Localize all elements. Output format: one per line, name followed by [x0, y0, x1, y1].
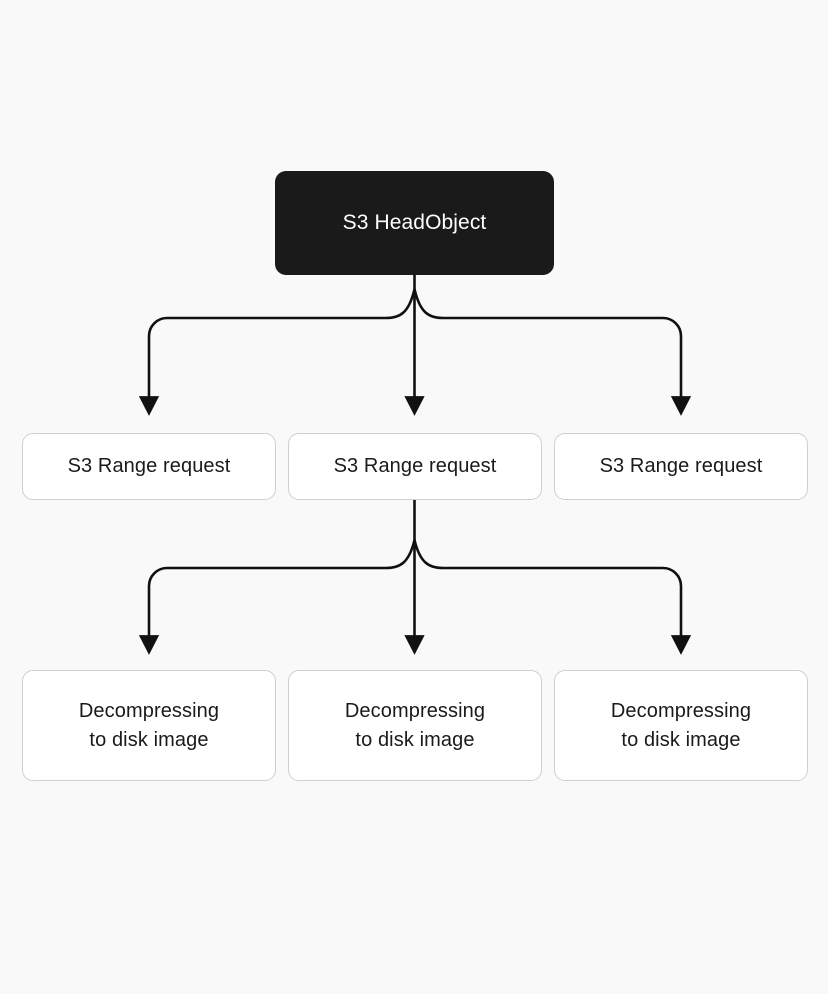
node-s3-range-request-2[interactable]: S3 Range request	[288, 433, 542, 500]
node-label: S3 Range request	[67, 455, 231, 477]
node-decompressing-to-disk-image-3[interactable]: Decompressing to disk image	[554, 670, 808, 781]
node-label: S3 Range request	[333, 455, 497, 477]
node-label: S3 HeadObject	[342, 211, 487, 234]
node-s3-range-request-1[interactable]: S3 Range request	[22, 433, 276, 500]
node-s3-headobject[interactable]: S3 HeadObject	[275, 171, 554, 275]
connector-root-to-range-right	[413, 288, 692, 416]
node-s3-range-request-3[interactable]: S3 Range request	[554, 433, 808, 500]
connectors-root-to-range	[138, 275, 692, 416]
node-decompressing-to-disk-image-1[interactable]: Decompressing to disk image	[22, 670, 276, 781]
node-label: Decompressing to disk image	[344, 699, 486, 751]
node-decompressing-to-disk-image-2[interactable]: Decompressing to disk image	[288, 670, 542, 781]
connector-range-to-decompressing-right	[413, 539, 692, 655]
node-label: S3 Range request	[599, 455, 763, 477]
node-label: Decompressing to disk image	[610, 699, 752, 751]
connectors-range-to-decompressing	[138, 500, 692, 655]
connector-root-to-range-left	[138, 288, 416, 416]
connector-range-to-decompressing-left	[138, 539, 416, 655]
node-label: Decompressing to disk image	[78, 699, 220, 751]
